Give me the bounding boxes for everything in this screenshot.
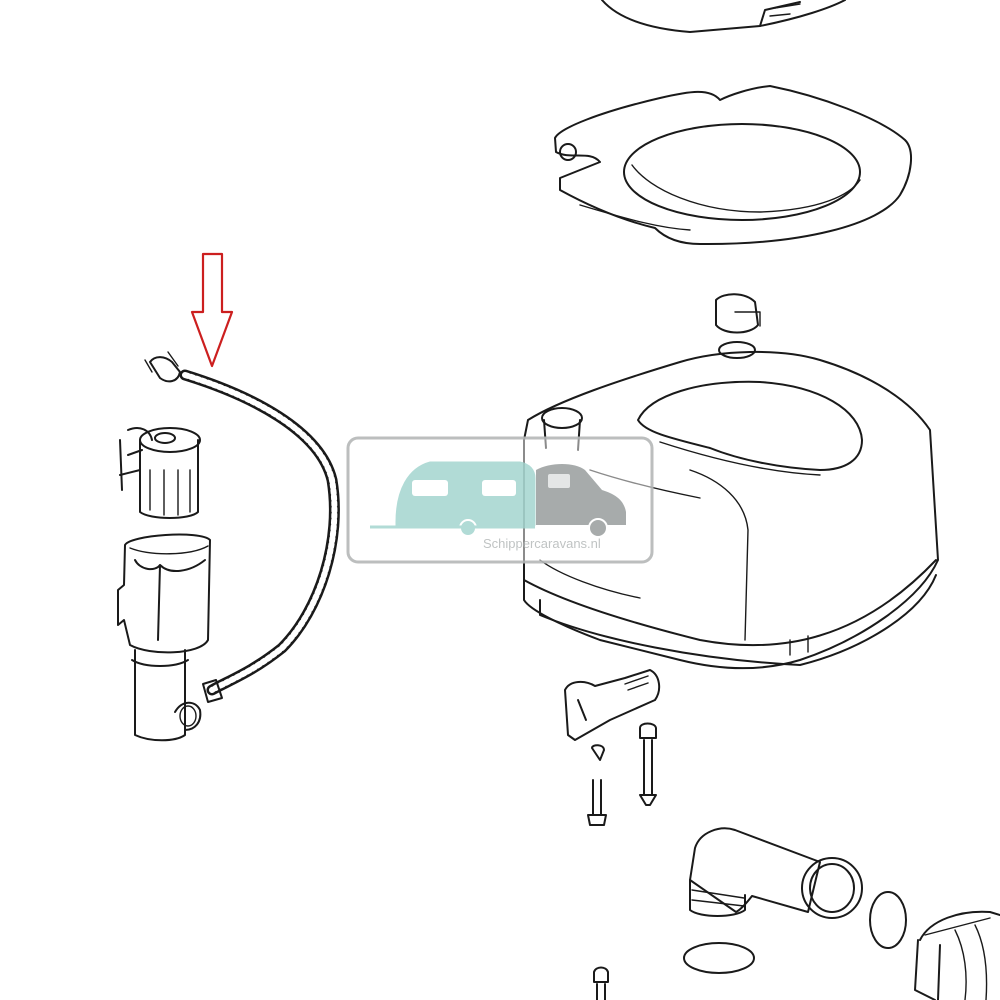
watermark-text: Schippercaravans.nl <box>483 536 601 551</box>
lid-top-part <box>601 0 846 33</box>
hose-part <box>144 351 340 703</box>
tank-part <box>523 293 939 670</box>
pump-body-part <box>117 533 211 742</box>
watermark-logo: Schippercaravans.nl <box>346 436 654 564</box>
seat-ring-part <box>554 85 912 246</box>
valve-top-part <box>119 427 201 519</box>
bracket-part <box>564 669 661 741</box>
screws-part <box>587 722 657 1000</box>
o-rings-part <box>683 891 907 974</box>
elbow-pipe-part <box>689 827 863 919</box>
callout-arrow <box>190 252 234 368</box>
outlet-part <box>914 910 1000 1000</box>
caravan-icon <box>395 461 536 526</box>
